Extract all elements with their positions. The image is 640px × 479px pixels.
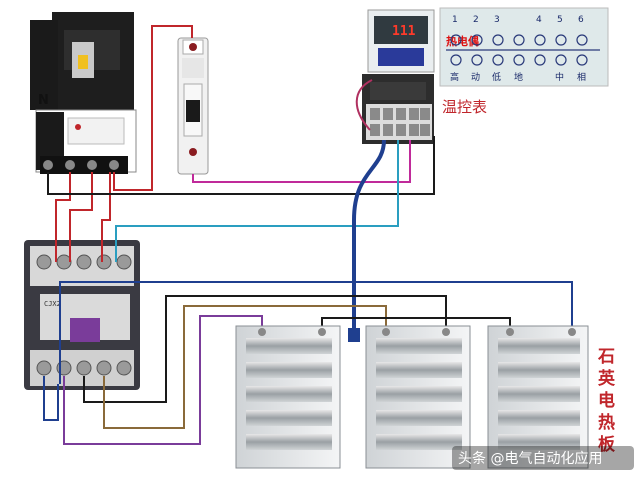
tb-num-3: 3	[494, 15, 500, 25]
tb-name-6: 相	[577, 71, 586, 83]
wire-purple-controller	[192, 140, 411, 183]
wire-thermocouple	[352, 139, 386, 332]
wire-black-out	[83, 295, 447, 403]
wires	[43, 25, 573, 445]
tb-name-4: 地	[514, 71, 523, 83]
terminal-screws	[446, 34, 600, 66]
tb-num-4: 4	[536, 15, 542, 25]
wire-red-2	[69, 172, 93, 262]
watermark: 头条 @电气自动化应用	[452, 446, 634, 470]
quartz-heater-label: 石 英 电 热 板	[597, 347, 616, 455]
wire-red-1	[55, 172, 71, 262]
wire-black-neutral	[47, 136, 435, 195]
wire-purple-out	[63, 315, 263, 445]
tb-num-2: 2	[473, 15, 479, 25]
tb-name-1: 高	[450, 71, 459, 83]
contactor-top-terminals	[36, 254, 132, 270]
tb-name-5: 中	[555, 71, 564, 83]
heater-panel-2	[365, 325, 471, 469]
wire-red-3	[113, 25, 193, 191]
quartz-heater-panels	[235, 325, 589, 469]
quartz-char-3: 电	[598, 390, 615, 411]
tb-num-6: 6	[578, 15, 584, 25]
tb-num-1: 1	[452, 15, 458, 25]
wire-heater-link	[321, 317, 511, 330]
controller-terminals	[366, 104, 432, 140]
circuit-breaker: N	[30, 12, 137, 174]
heater-panel-1	[235, 325, 341, 469]
watermark-text: 头条 @电气自动化应用	[458, 450, 602, 467]
wire-navy-out	[43, 281, 573, 421]
temp-controller-label: 温控表	[442, 98, 487, 116]
thermocouple-terminal-block: 1 2 3 4 5 6 热电偶 高 动 低 地 中 相	[439, 7, 609, 87]
quartz-char-4: 热	[598, 412, 615, 433]
thermocouple-probe	[348, 328, 360, 342]
single-pole-breaker	[177, 37, 209, 175]
tb-name-2: 动	[471, 72, 480, 83]
tb-num-5: 5	[557, 15, 563, 25]
wire-cyan-coil	[115, 140, 399, 262]
tb-name-3: 低	[492, 71, 501, 83]
wire-brown-out	[103, 305, 387, 429]
neutral-label: N	[38, 93, 49, 108]
quartz-char-1: 石	[597, 347, 615, 367]
temperature-controller: 111 温控表	[362, 9, 487, 144]
controller-display: 111	[392, 24, 416, 39]
quartz-char-2: 英	[598, 368, 616, 389]
breaker-terminals	[40, 156, 128, 174]
wire-red-4	[101, 172, 111, 262]
contactor-model: CJX2	[44, 300, 61, 308]
quartz-char-5: 板	[598, 434, 616, 455]
contactor: CJX2	[24, 240, 140, 390]
heater-panel-3	[487, 325, 589, 469]
